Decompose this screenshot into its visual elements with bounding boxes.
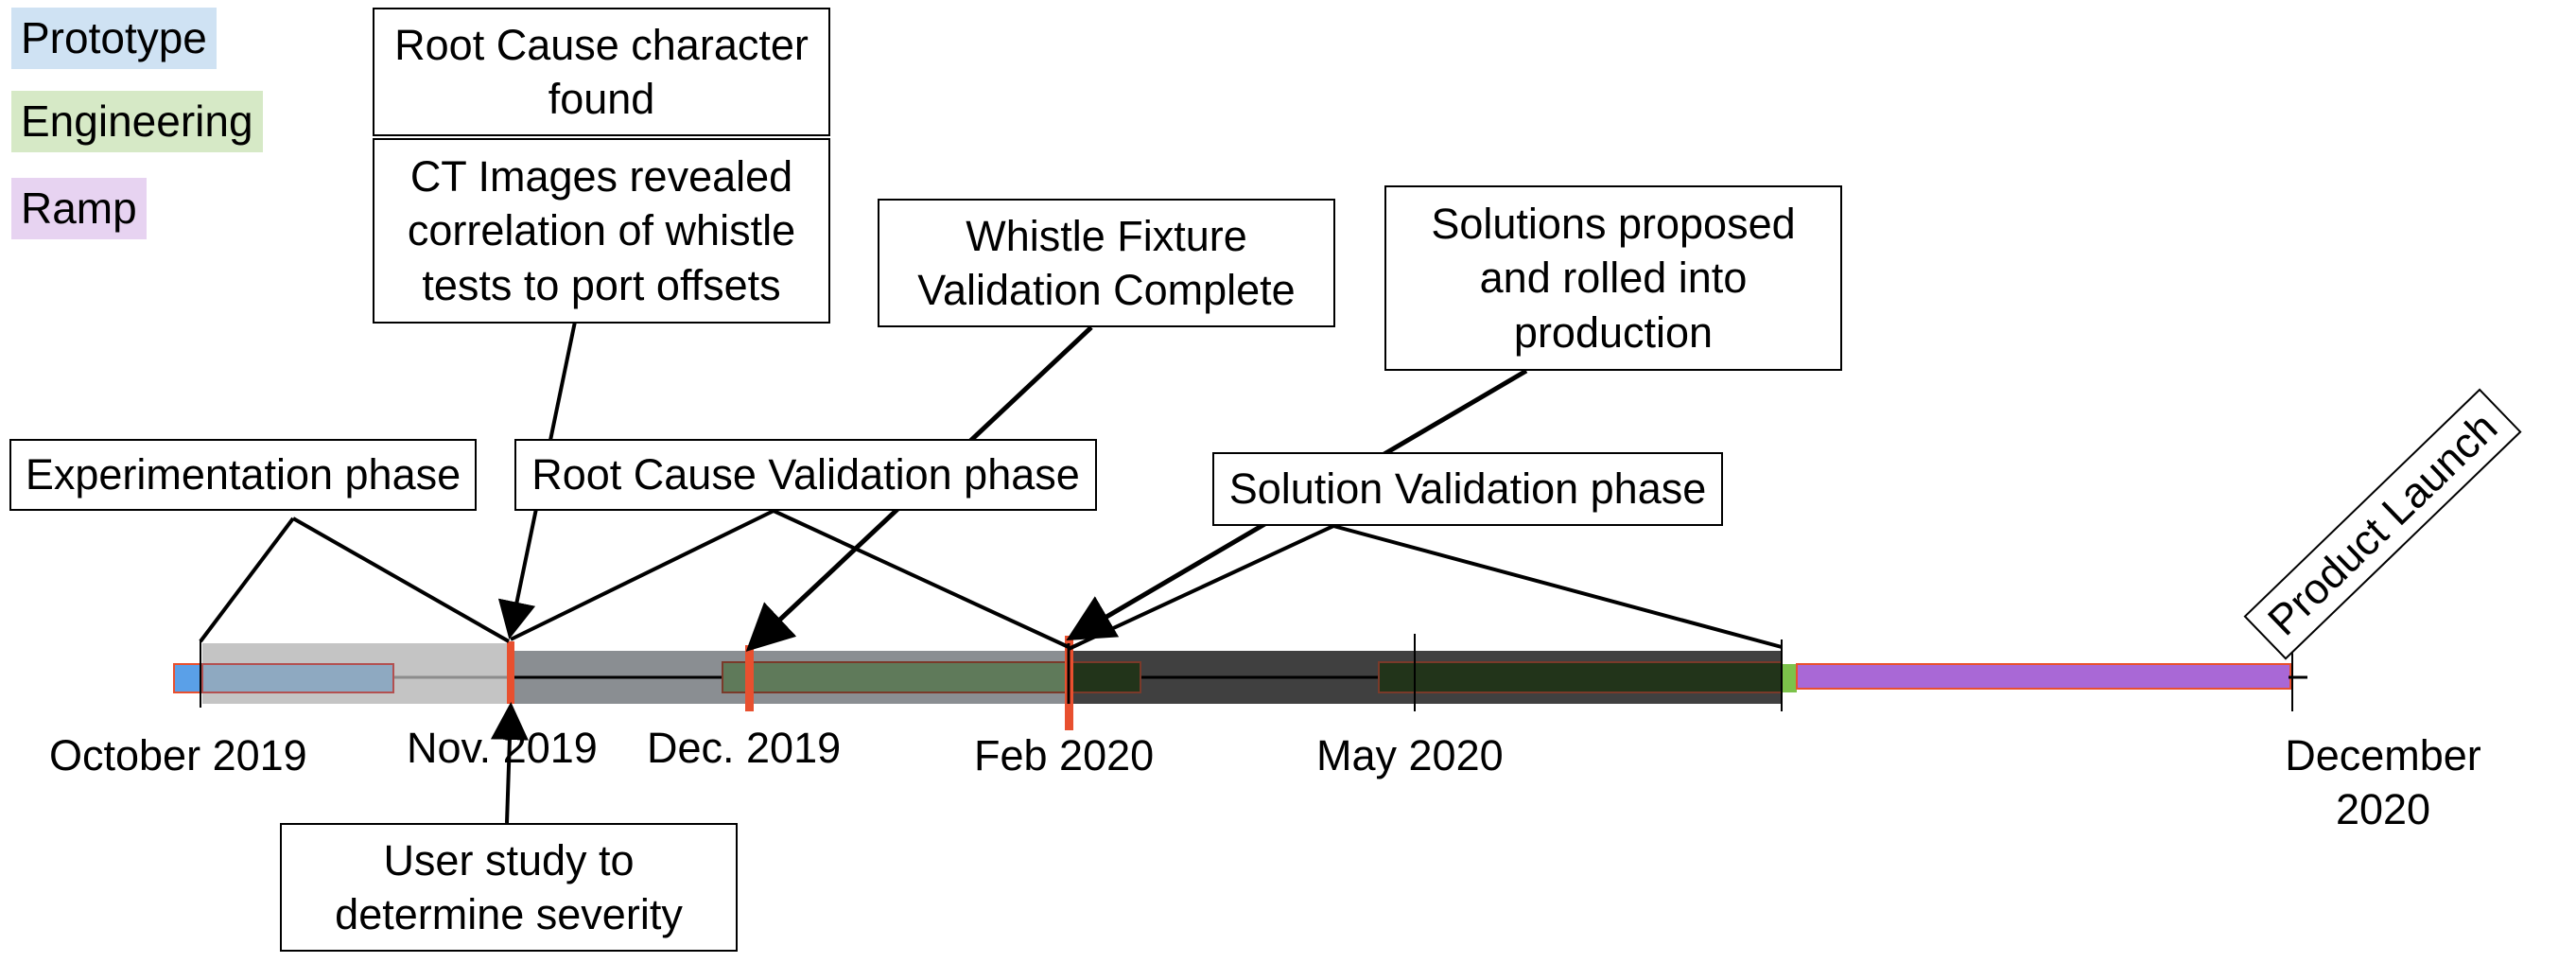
user-study-arrow [490, 702, 529, 824]
tick-label-feb-2020: Feb 2020 [974, 731, 1155, 779]
legend-ramp: Ramp [11, 178, 147, 239]
tick-label-dec-2019: Dec. 2019 [647, 724, 842, 772]
callout-user-study: User study to determine severity [280, 823, 738, 952]
milestone-dec-2019 [745, 645, 754, 711]
callout-experimentation-phase: Experimentation phase [9, 439, 477, 511]
callout-ct-images: CT Images revealed correlation of whistl… [373, 138, 830, 324]
callout-solutions-proposed: Solutions proposed and rolled into produ… [1384, 185, 1842, 371]
prototype-start-bar [173, 663, 203, 693]
prototype-bar [201, 663, 394, 693]
callout-root-cause-validation-phase: Root Cause Validation phase [514, 439, 1097, 511]
engineering-bar [722, 661, 1070, 693]
root-cause-bracket-left [510, 509, 775, 641]
tick-label-dec-2020: December 2020 [2285, 731, 2481, 834]
ramp-bar [1796, 663, 2291, 690]
engineering-bar-dark [1068, 661, 1141, 693]
legend-engineering: Engineering [11, 91, 263, 152]
milestone-nov-2019 [507, 641, 514, 704]
experimentation-bracket-left [199, 517, 295, 643]
experimentation-bracket-right [292, 517, 510, 643]
solution-bracket-left [1068, 524, 1334, 651]
tick-label-may-2020: May 2020 [1316, 731, 1504, 779]
tick-label-oct-2019: October 2019 [49, 731, 307, 779]
tick-label-nov-2019: Nov. 2019 [407, 724, 598, 772]
solution-bracket-right [1332, 524, 1783, 649]
callout-solution-validation-phase: Solution Validation phase [1212, 452, 1723, 526]
root-cause-bracket-right [773, 509, 1070, 649]
callout-whistle-fixture: Whistle Fixture Validation Complete [878, 199, 1335, 327]
callout-root-cause-found: Root Cause character found [373, 8, 830, 136]
engineering-start-bar [1782, 664, 1797, 692]
legend-prototype: Prototype [11, 8, 217, 69]
engineering-bar-late [1378, 661, 1783, 693]
